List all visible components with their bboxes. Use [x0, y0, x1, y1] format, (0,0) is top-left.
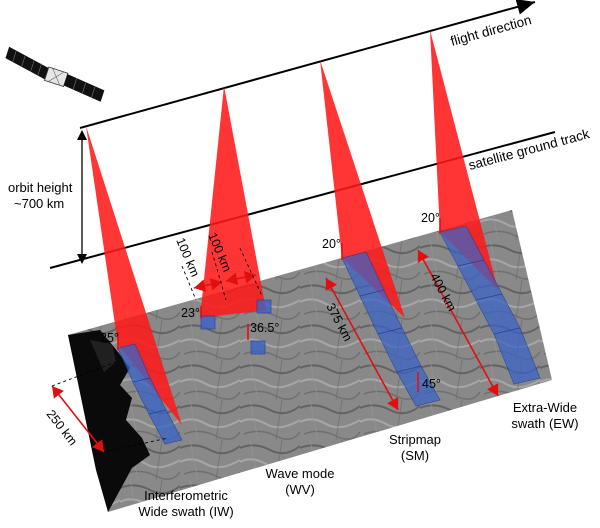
wv-spacing-label-1: 100 km	[173, 236, 202, 279]
sm-mode-label-line2: (SM)	[401, 448, 429, 463]
orbit-height-label: orbit height	[8, 180, 73, 195]
wv-angle-label-1: 23°	[181, 306, 200, 320]
iw-mode-label-line2: Wide swath (IW)	[138, 504, 233, 519]
iw-angle-label: 25°	[100, 331, 119, 345]
ew-angle-label: 20°	[421, 211, 440, 225]
radar-beams	[86, 30, 498, 425]
sm-far-angle-label: 45°	[422, 377, 441, 391]
wv-angle-label-2: 36.5°	[250, 321, 279, 335]
flight-direction-label: flight direction	[449, 12, 533, 49]
flight-direction-line	[79, 0, 536, 129]
ew-beam	[430, 30, 498, 290]
wv-mode-label-line2: (WV)	[285, 482, 315, 497]
iw-beam	[86, 126, 182, 425]
orbit-height-value: ~700 km	[14, 196, 64, 211]
ew-mode-label-line2: swath (EW)	[511, 416, 578, 431]
dimension-arrows	[51, 249, 499, 453]
ground-track-label: satellite ground track	[467, 126, 591, 173]
sm-angle-label: 20°	[322, 237, 341, 251]
wv-beam	[200, 86, 266, 318]
ew-mode-label-line1: Extra-Wide	[513, 400, 577, 415]
iw-swath	[117, 343, 183, 445]
wv-mode-label-line1: Wave mode	[266, 466, 335, 481]
wv-swath	[200, 299, 272, 355]
ground-track-line	[49, 131, 556, 269]
guide-lines	[51, 247, 263, 453]
orbit-height-arrow	[77, 130, 87, 264]
iw-mode-label-line1: Interferometric	[144, 488, 228, 503]
satellite-icon	[5, 46, 105, 102]
sm-beam	[320, 60, 405, 318]
sm-mode-label-line1: Stripmap	[389, 432, 441, 447]
